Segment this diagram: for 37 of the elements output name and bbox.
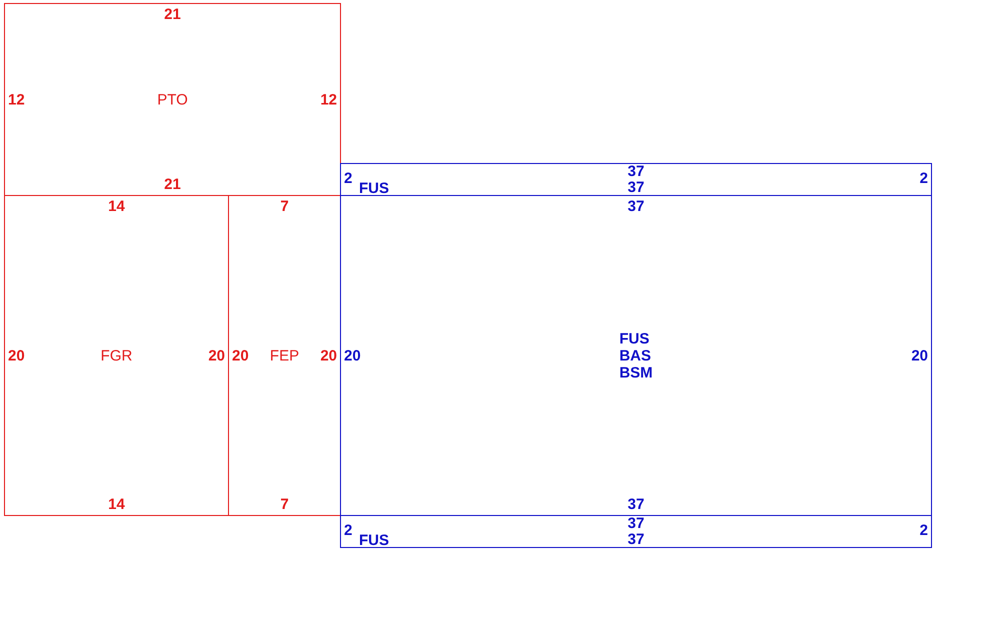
dimension-label: 2 <box>920 171 928 186</box>
dimension-label: 37 <box>628 497 644 512</box>
zone-label: FGR <box>100 347 132 364</box>
zone-label: FUS <box>619 330 650 347</box>
dimension-label: 2 <box>920 523 928 538</box>
dimension-label: 37 <box>628 180 644 195</box>
dimension-label: 37 <box>628 164 644 179</box>
dimension-label: 20 <box>911 348 928 363</box>
dimension-label: 37 <box>628 199 644 214</box>
dimension-label: 7 <box>280 497 289 512</box>
zone-label: BSM <box>619 364 653 381</box>
zone-outline <box>340 515 932 548</box>
dimension-label: 12 <box>320 92 337 107</box>
dimension-label: 14 <box>108 199 125 214</box>
zone-outline <box>4 3 341 196</box>
dimension-label: 12 <box>8 92 25 107</box>
dimension-label: 37 <box>628 516 644 531</box>
zone-label: FEP <box>270 347 300 364</box>
dimension-label: 14 <box>108 497 125 512</box>
zone-outline <box>340 163 932 196</box>
dimension-label: 2 <box>344 171 352 186</box>
dimension-label: 37 <box>628 532 644 547</box>
dimension-label: 20 <box>208 348 225 363</box>
dimension-label: 21 <box>164 177 181 192</box>
dimension-label: 20 <box>8 348 25 363</box>
dimension-label: 7 <box>280 199 289 214</box>
dimension-label: 20 <box>320 348 337 363</box>
zone-label: FUS <box>359 181 389 196</box>
zone-outline <box>340 195 932 516</box>
zone-label: BAS <box>619 347 651 364</box>
zone-label: PTO <box>157 91 188 108</box>
dimension-label: 20 <box>344 348 361 363</box>
dimension-label: 21 <box>164 7 181 22</box>
zone-outline <box>4 195 229 516</box>
dimension-label: 2 <box>344 523 352 538</box>
zone-label: FUS <box>359 533 389 548</box>
dimension-label: 20 <box>232 348 249 363</box>
